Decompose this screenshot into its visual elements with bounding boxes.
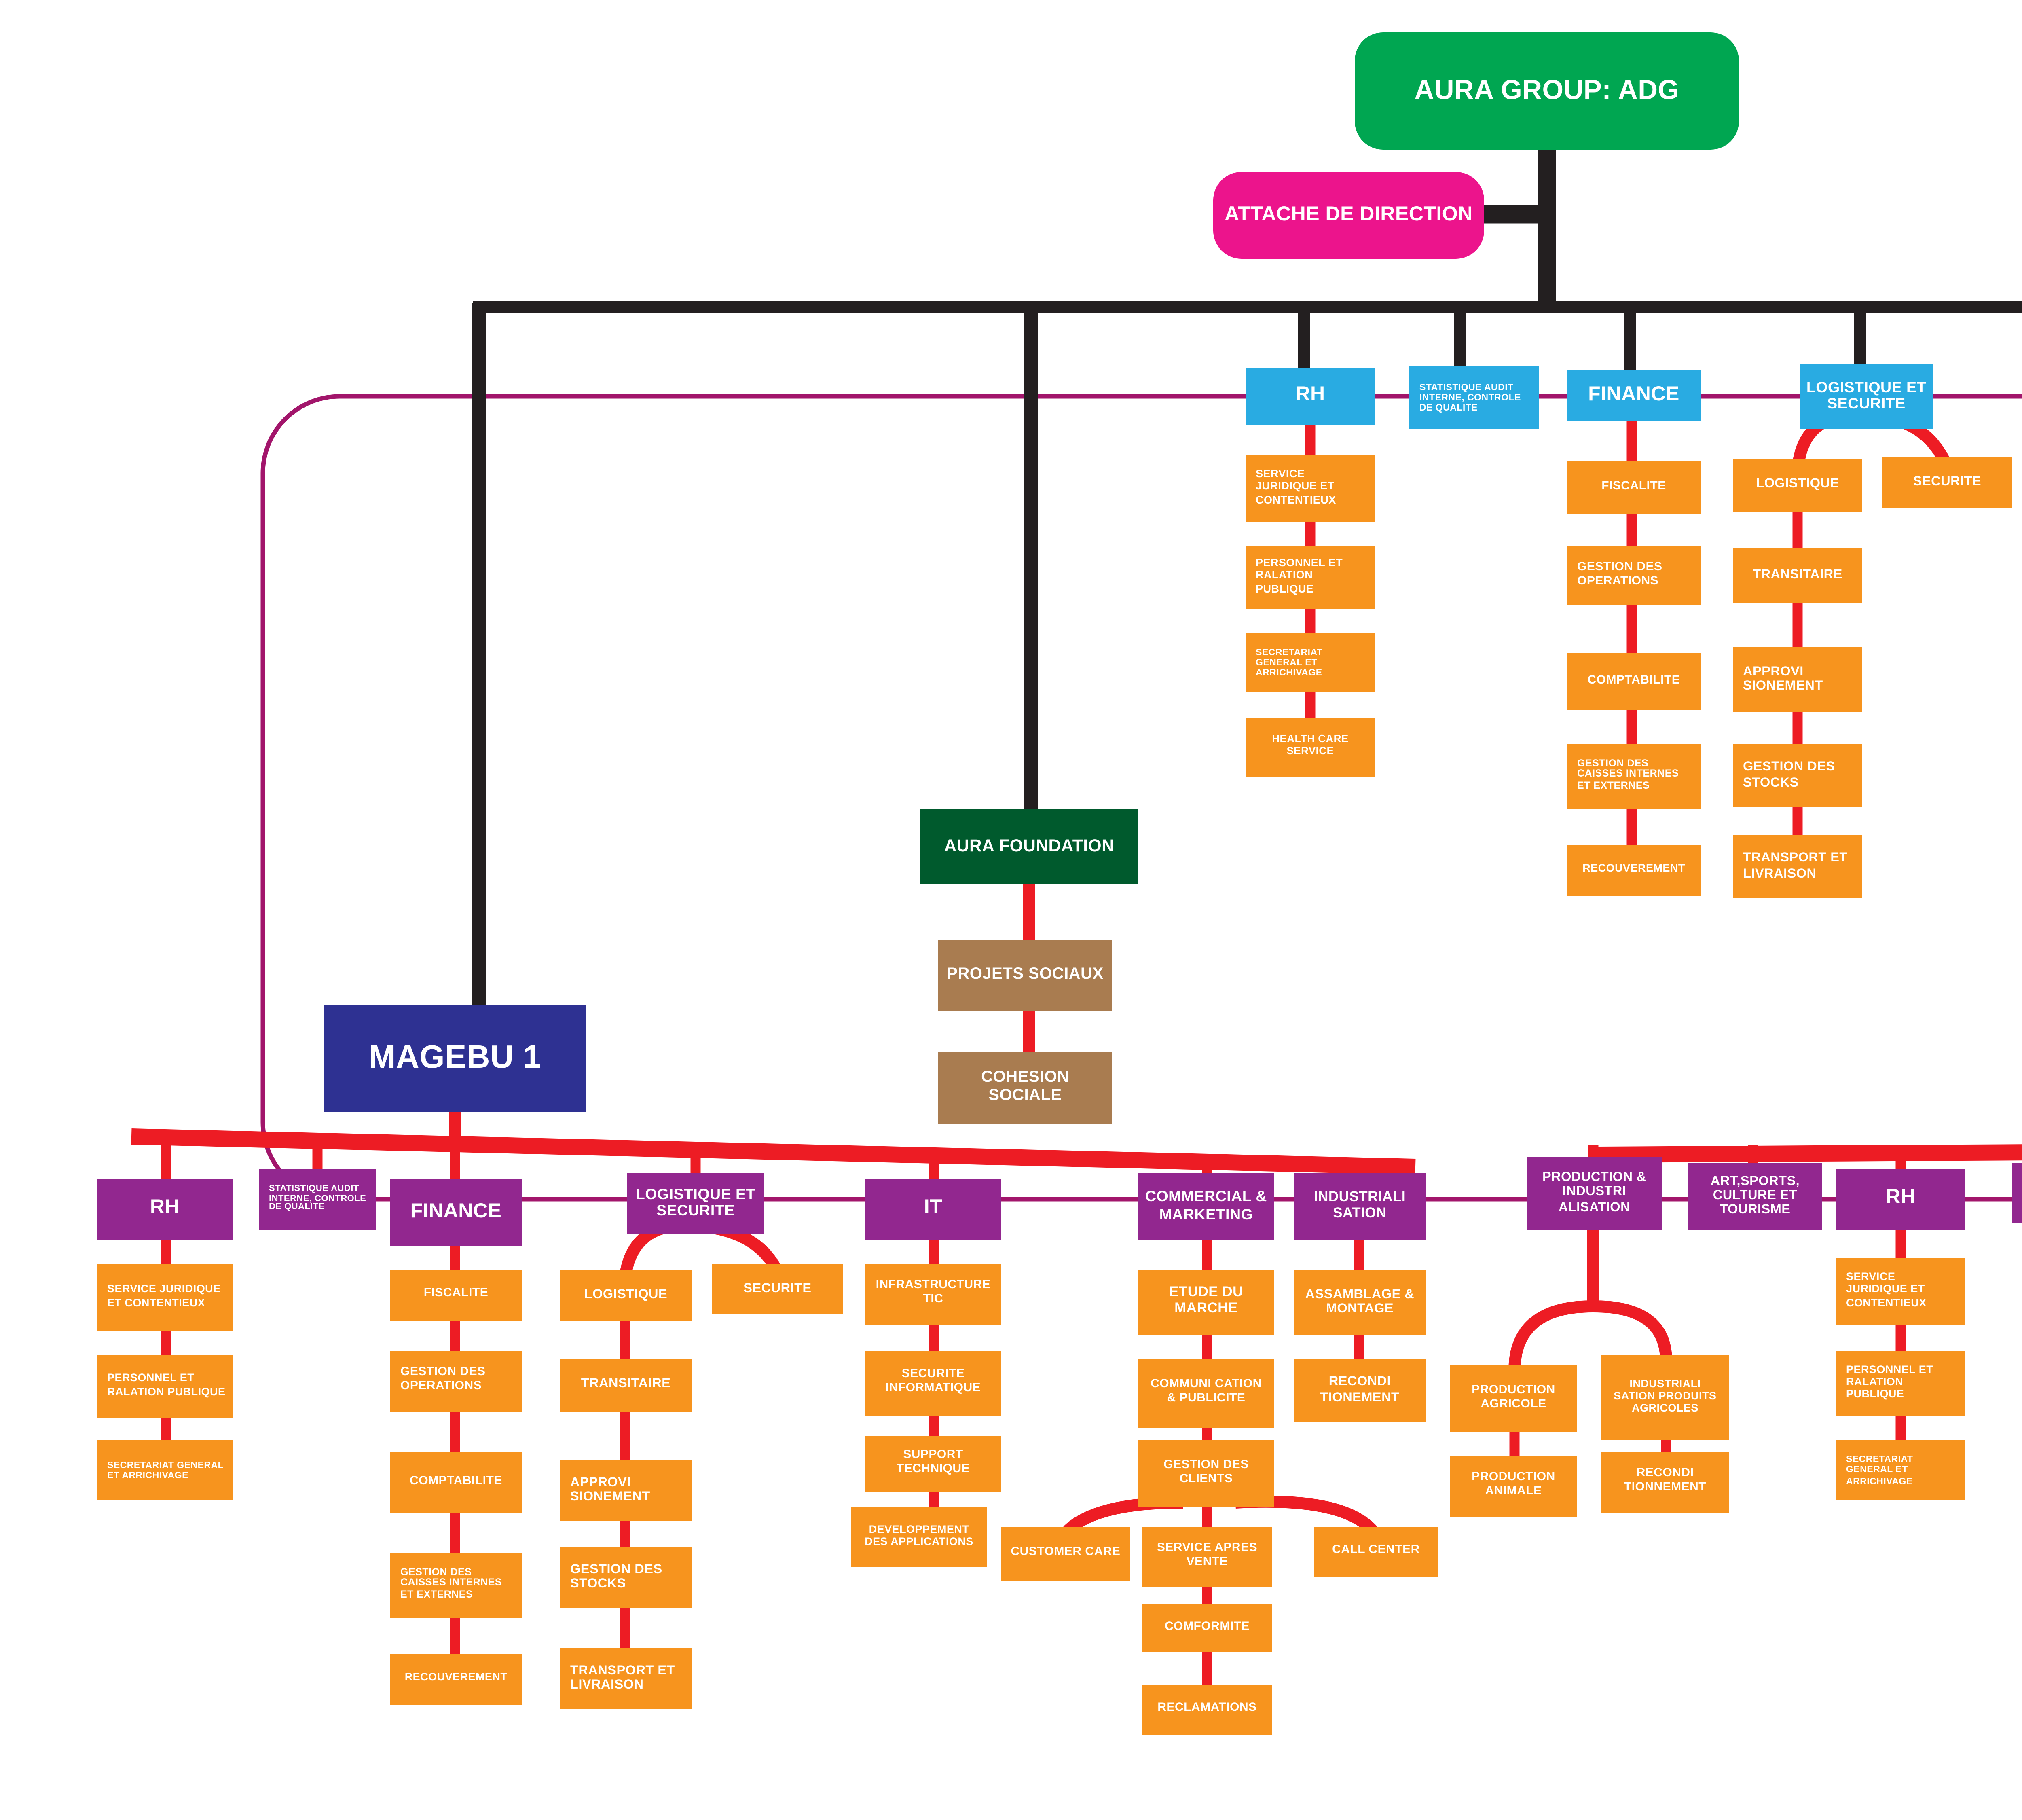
- hq-rh-header: RH: [1246, 368, 1375, 425]
- m1-commercial-sub-0: ETUDE DU MARCHE: [1138, 1270, 1274, 1335]
- m1-call-center: CALL CENTER: [1314, 1527, 1438, 1577]
- hq-finance-sub-3: GESTION DES CAISSES INTERNES ET EXTERNES: [1567, 744, 1701, 809]
- trunk-black-thick: [1482, 142, 1556, 307]
- hq-statistique-header: STATISTIQUE AUDIT INTERNE, CONTROLE DE Q…: [1409, 366, 1539, 429]
- m1-logistique-branch: LOGISTIQUE: [560, 1270, 692, 1321]
- m1-logistique-sub-3: TRANSPORT ET LIVRAISON: [560, 1648, 692, 1709]
- m2-production-animale: PRODUCTION ANIMALE: [1450, 1456, 1577, 1517]
- hq-logistique-sub-1: APPROVI SIONEMENT: [1733, 647, 1862, 712]
- m1-commercial-header: COMMERCIAL & MARKETING: [1138, 1173, 1274, 1240]
- m1-securite-branch: SECURITE: [712, 1264, 843, 1314]
- m2-rh-sub-1: PERSONNEL ET RALATION PUBLIQUE: [1836, 1351, 1965, 1416]
- hq-finance-header: FINANCE: [1567, 370, 1701, 421]
- m1-logistique-header: LOGISTIQUE ET SECURITE: [627, 1173, 764, 1234]
- m1-logistique-sub-1: APPROVI SIONEMENT: [560, 1460, 692, 1521]
- m1-statistique-header: STATISTIQUE AUDIT INTERNE, CONTROLE DE Q…: [259, 1169, 376, 1230]
- node-cohesion-sociale: COHESION SOCIALE: [938, 1052, 1112, 1124]
- node-aura-foundation: AURA FOUNDATION: [920, 809, 1138, 884]
- m1-finance-sub-0: FISCALITE: [390, 1270, 522, 1321]
- m1-it-sub-1: SECURITE INFORMATIQUE: [865, 1351, 1001, 1416]
- trunk-black-long-drops: [472, 303, 1038, 1011]
- red-column-connectors: [161, 413, 1906, 1689]
- hq-rh-sub-0: SERVICE JURIDIQUE ET CONTENTIEUX: [1246, 455, 1375, 522]
- trunk-black-horizontal: [473, 301, 2022, 374]
- m1-finance-sub-2: COMPTABILITE: [390, 1452, 522, 1513]
- m1-industrialisation-sub-1: RECONDI TIONEMENT: [1294, 1359, 1426, 1422]
- m1-it-header: IT: [865, 1179, 1001, 1240]
- magebu-row-lines: [131, 1128, 2022, 1175]
- m2-production-header: PRODUCTION & INDUSTRI ALISATION: [1527, 1157, 1662, 1230]
- node-root: AURA GROUP: ADG: [1355, 32, 1739, 150]
- m1-industrialisation-header: INDUSTRIALI SATION: [1294, 1173, 1426, 1240]
- m1-it-sub-3: DEVELOPPEMENT DES APPLICATIONS: [851, 1507, 987, 1567]
- m2-rh-sub-2: SECRETARIAT GENERAL ET ARRICHIVAGE: [1836, 1440, 1965, 1500]
- m1-reclamations: RECLAMATIONS: [1142, 1685, 1272, 1735]
- hq-rh-sub-2: SECRETARIAT GENERAL ET ARRICHIVAGE: [1246, 633, 1375, 692]
- node-projets-sociaux: PROJETS SOCIAUX: [938, 940, 1112, 1011]
- m1-finance-header: FINANCE: [390, 1179, 522, 1246]
- magebu-box-drops: [449, 1108, 461, 1147]
- hq-logistique-sub-0: TRANSITAIRE: [1733, 548, 1862, 603]
- hq-logistique-sub-3: TRANSPORT ET LIVRAISON: [1733, 835, 1862, 898]
- m1-logistique-sub-2: GESTION DES STOCKS: [560, 1547, 692, 1608]
- m1-it-sub-0: INFRASTRUCTURE TIC: [865, 1264, 1001, 1325]
- hq-rh-sub-1: PERSONNEL ET RALATION PUBLIQUE: [1246, 546, 1375, 609]
- m1-industrialisation-sub-0: ASSAMBLAGE & MONTAGE: [1294, 1270, 1426, 1335]
- m1-commercial-sub-1: COMMUNI CATION & PUBLICITE: [1138, 1359, 1274, 1428]
- hq-finance-sub-2: COMPTABILITE: [1567, 653, 1701, 710]
- m1-rh-sub-1: PERSONNEL ET RALATION PUBLIQUE: [97, 1355, 233, 1418]
- m1-rh-header: RH: [97, 1179, 233, 1240]
- m2-rh-sub-0: SERVICE JURIDIQUE ET CONTENTIEUX: [1836, 1258, 1965, 1325]
- m2-statistique-header: STATISTIQUE AUDIT INTERNE, CONTROLE DE Q…: [2012, 1163, 2022, 1223]
- m2-production-agricole: PRODUCTION AGRICOLE: [1450, 1365, 1577, 1432]
- hq-securite-branch: SECURITE: [1882, 457, 2012, 508]
- m1-commercial-sub-2: GESTION DES CLIENTS: [1138, 1440, 1274, 1507]
- hq-finance-sub-0: FISCALITE: [1567, 461, 1701, 514]
- m1-customer-care: CUSTOMER CARE: [1001, 1527, 1130, 1581]
- m1-rh-sub-2: SECRETARIAT GENERAL ET ARRICHIVAGE: [97, 1440, 233, 1500]
- m1-comformite: COMFORMITE: [1142, 1604, 1272, 1652]
- hq-logistique-header: LOGISTIQUE ET SECURITE: [1800, 364, 1933, 429]
- m2-art-sports-header: ART,SPORTS, CULTURE ET TOURISME: [1688, 1163, 1822, 1230]
- m1-rh-sub-0: SERVICE JURIDIQUE ET CONTENTIEUX: [97, 1264, 233, 1331]
- m1-it-sub-2: SUPPORT TECHNIQUE: [865, 1436, 1001, 1492]
- hq-rh-sub-3: HEALTH CARE SERVICE: [1246, 718, 1375, 777]
- hq-finance-sub-4: RECOUVEREMENT: [1567, 845, 1701, 896]
- m2-rh-header: RH: [1836, 1169, 1965, 1230]
- m1-service-apres-vente: SERVICE APRES VENTE: [1142, 1527, 1272, 1587]
- m2-industrialisation-produits: INDUSTRIALI SATION PRODUITS AGRICOLES: [1601, 1355, 1729, 1440]
- m1-logistique-sub-0: TRANSITAIRE: [560, 1359, 692, 1412]
- hq-logistique-sub-2: GESTION DES STOCKS: [1733, 744, 1862, 807]
- m1-finance-sub-3: GESTION DES CAISSES INTERNES ET EXTERNES: [390, 1553, 522, 1618]
- hq-logistique-branch: LOGISTIQUE: [1733, 459, 1862, 512]
- m1-finance-sub-1: GESTION DES OPERATIONS: [390, 1351, 522, 1412]
- hq-finance-sub-1: GESTION DES OPERATIONS: [1567, 546, 1701, 605]
- node-magebu-1: MAGEBU 1: [324, 1005, 586, 1112]
- node-attache-de-direction: ATTACHE DE DIRECTION: [1213, 172, 1484, 259]
- m2-reconditionnement: RECONDI TIONNEMENT: [1601, 1452, 1729, 1513]
- m1-finance-sub-4: RECOUVEREMENT: [390, 1654, 522, 1705]
